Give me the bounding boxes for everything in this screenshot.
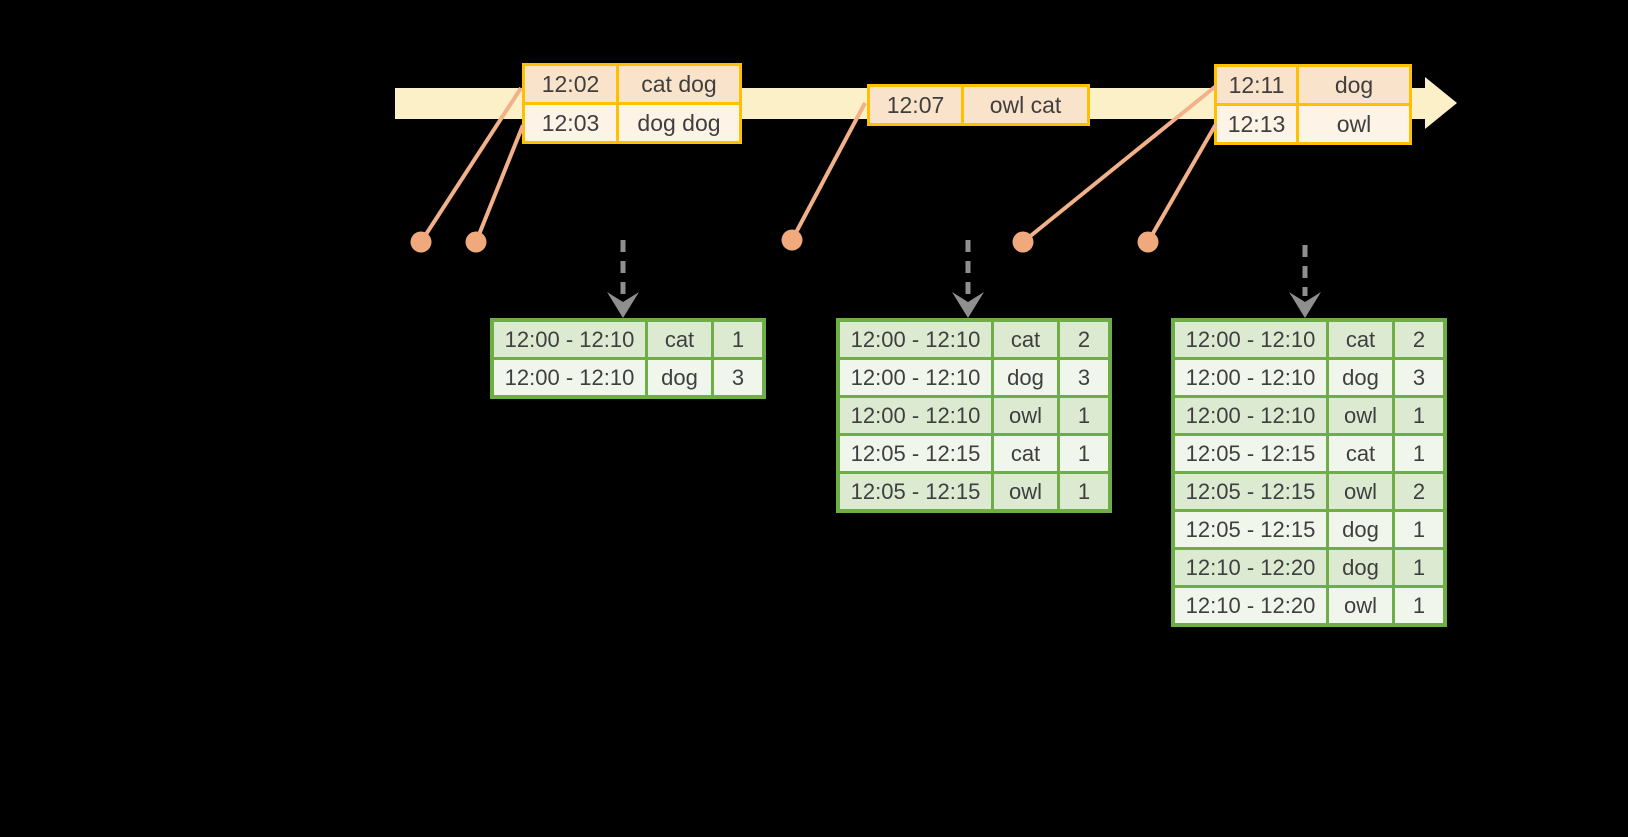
table-cell: 1 bbox=[1395, 588, 1443, 623]
table-cell: 12:07 bbox=[867, 84, 964, 126]
connector-line bbox=[419, 86, 523, 244]
table-cell: 12:10 - 12:20 bbox=[1175, 588, 1326, 623]
table-cell: 1 bbox=[1395, 398, 1443, 433]
table-cell: 2 bbox=[1395, 322, 1443, 357]
table-cell: owl bbox=[994, 474, 1057, 509]
table-cell: 12:05 - 12:15 bbox=[1175, 474, 1326, 509]
table-cell: dog bbox=[994, 360, 1057, 395]
table-cell: owl bbox=[1329, 398, 1392, 433]
table-cell: dog dog bbox=[616, 102, 742, 144]
table-cell: dog bbox=[1329, 360, 1392, 395]
connector-line bbox=[790, 102, 867, 241]
table-cell: 12:00 - 12:10 bbox=[1175, 322, 1326, 357]
table-cell: 1 bbox=[1395, 436, 1443, 471]
table-cell: cat bbox=[994, 436, 1057, 471]
table-cell: 3 bbox=[1395, 360, 1443, 395]
table-cell: 1 bbox=[1395, 550, 1443, 585]
table-cell: 12:00 - 12:10 bbox=[840, 360, 991, 395]
table-cell: dog bbox=[1329, 550, 1392, 585]
event-dot bbox=[781, 229, 803, 251]
table-cell: 12:10 - 12:20 bbox=[1175, 550, 1326, 585]
table-cell: 12:00 - 12:10 bbox=[840, 322, 991, 357]
table-cell: 3 bbox=[714, 360, 762, 395]
dashed-arrow-icon bbox=[1289, 245, 1321, 318]
table-cell: 2 bbox=[1060, 322, 1108, 357]
table-cell: 12:11 bbox=[1214, 64, 1299, 106]
table-cell: cat bbox=[994, 322, 1057, 357]
table-cell: owl bbox=[1296, 103, 1412, 145]
table-cell: 12:00 - 12:10 bbox=[494, 360, 645, 395]
table-cell: 1 bbox=[1060, 436, 1108, 471]
timeline-arrowhead-icon bbox=[1425, 77, 1457, 129]
table-cell: dog bbox=[1296, 64, 1412, 106]
table-cell: dog bbox=[1329, 512, 1392, 547]
connector-line bbox=[474, 124, 525, 243]
table-cell: 12:05 - 12:15 bbox=[840, 436, 991, 471]
table-cell: 12:00 - 12:10 bbox=[1175, 398, 1326, 433]
event-dot bbox=[465, 231, 487, 253]
table-cell: 12:03 bbox=[522, 102, 619, 144]
table-cell: 1 bbox=[1395, 512, 1443, 547]
table-cell: owl bbox=[1329, 588, 1392, 623]
table-cell: owl bbox=[994, 398, 1057, 433]
table-cell: 1 bbox=[1060, 398, 1108, 433]
table-cell: dog bbox=[648, 360, 711, 395]
table-cell: 1 bbox=[1060, 474, 1108, 509]
table-cell: 12:00 - 12:10 bbox=[1175, 360, 1326, 395]
connector-line bbox=[1146, 123, 1218, 243]
dashed-arrow-icon bbox=[952, 240, 984, 318]
event-dot bbox=[1137, 231, 1159, 253]
event-dot bbox=[1012, 231, 1034, 253]
table-cell: 12:05 - 12:15 bbox=[840, 474, 991, 509]
table-cell: 2 bbox=[1395, 474, 1443, 509]
table-cell: cat bbox=[648, 322, 711, 357]
table-cell: owl bbox=[1329, 474, 1392, 509]
table-cell: 12:05 - 12:15 bbox=[1175, 512, 1326, 547]
table-cell: cat bbox=[1329, 322, 1392, 357]
connector-line bbox=[1021, 84, 1218, 244]
table-cell: 12:00 - 12:10 bbox=[840, 398, 991, 433]
table-cell: owl cat bbox=[961, 84, 1090, 126]
table-cell: 1 bbox=[714, 322, 762, 357]
dashed-arrow-icon bbox=[607, 240, 639, 318]
table-cell: 12:13 bbox=[1214, 103, 1299, 145]
table-cell: 12:00 - 12:10 bbox=[494, 322, 645, 357]
table-cell: 3 bbox=[1060, 360, 1108, 395]
table-cell: cat dog bbox=[616, 63, 742, 105]
table-cell: 12:05 - 12:15 bbox=[1175, 436, 1326, 471]
table-cell: cat bbox=[1329, 436, 1392, 471]
table-cell: 12:02 bbox=[522, 63, 619, 105]
event-dot bbox=[410, 231, 432, 253]
